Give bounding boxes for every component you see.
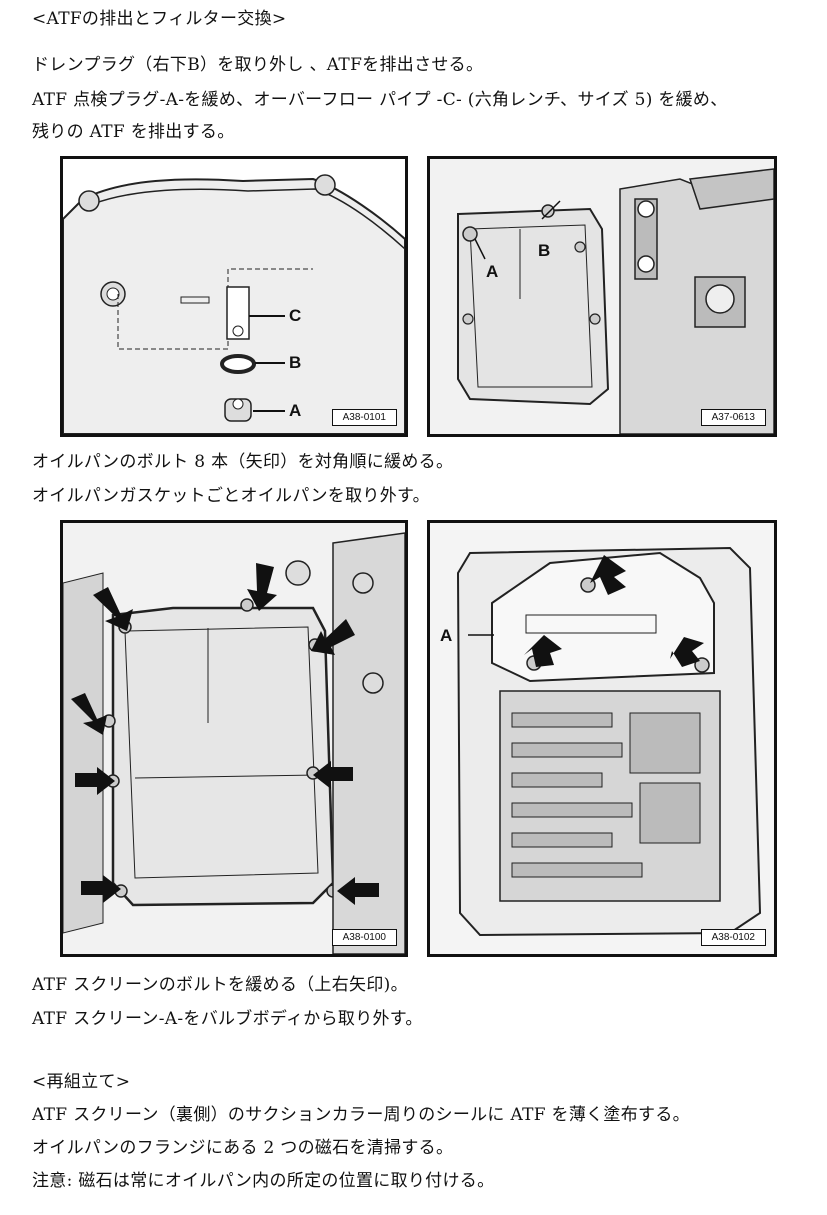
figure-drain-plug-overflow-pipe: C B A A38-0101 bbox=[60, 156, 408, 437]
figure-code: A37-0613 bbox=[700, 409, 766, 426]
instruction-line: ATF スクリーン（裏側）のサクションカラー周りのシールに ATF を薄く塗布す… bbox=[32, 1105, 690, 1125]
atf-screen-illustration bbox=[430, 523, 774, 954]
instruction-line: ドレンプラグ（右下B）を取り外し 、ATFを排出させる。 bbox=[32, 55, 484, 75]
oil-pan-illustration bbox=[63, 523, 405, 954]
figure-transmission-check-plug: A B A37-0613 bbox=[427, 156, 777, 437]
figure-atf-screen: A A38-0102 bbox=[427, 520, 777, 957]
section-heading-reassembly: <再組立て> bbox=[32, 1072, 131, 1092]
instruction-line: 注意: 磁石は常にオイルパン内の所定の位置に取り付ける。 bbox=[32, 1171, 495, 1191]
callout-a: A bbox=[289, 401, 302, 420]
drain-plug-illustration bbox=[63, 174, 405, 434]
figure-code: A38-0101 bbox=[331, 409, 397, 426]
callout-a: A bbox=[486, 262, 499, 281]
instruction-line: ATF スクリーンのボルトを緩める（上右矢印)。 bbox=[32, 975, 408, 995]
callout-b: B bbox=[538, 241, 551, 260]
instruction-line: オイルパンのフランジにある 2 つの磁石を清掃する。 bbox=[32, 1138, 454, 1158]
figure-oil-pan-bolts: A38-0100 bbox=[60, 520, 408, 957]
callout-a: A bbox=[440, 626, 453, 645]
figure-code: A38-0100 bbox=[331, 929, 397, 946]
instruction-line: ATF 点検プラグ-A-を緩め、オーバーフロー パイプ -C- (六角レンチ、サ… bbox=[32, 90, 728, 110]
callout-c: C bbox=[289, 306, 302, 325]
instruction-line: オイルパンのボルト 8 本（矢印）を対角順に緩める。 bbox=[32, 452, 454, 472]
instruction-line: ATF スクリーン-A-をバルブボディから取り外す。 bbox=[32, 1009, 423, 1029]
section-heading-atf-drain: <ATFの排出とフィルター交換> bbox=[32, 9, 287, 29]
callout-b: B bbox=[289, 353, 302, 372]
instruction-line: 残りの ATF を排出する。 bbox=[32, 122, 235, 142]
instruction-line: オイルパンガスケットごとオイルパンを取り外す。 bbox=[32, 486, 430, 506]
transmission-illustration bbox=[430, 159, 774, 434]
figure-code: A38-0102 bbox=[700, 929, 766, 946]
